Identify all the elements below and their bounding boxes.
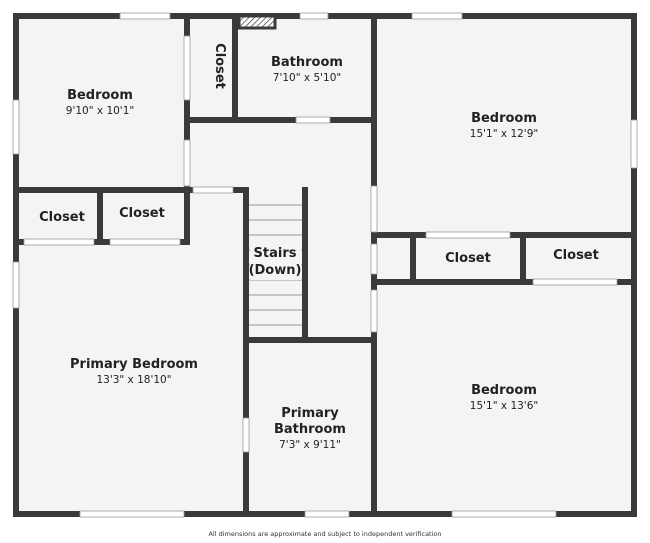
door-opening <box>532 278 618 286</box>
door-opening <box>183 139 191 187</box>
door-opening <box>370 289 378 333</box>
door-opening <box>425 231 511 239</box>
bedroom-nw-name: Bedroom <box>67 88 133 103</box>
primary-bedroom-dims: 13'3" x 18'10" <box>96 374 171 386</box>
closet-left-b-name: Closet <box>119 206 165 221</box>
bedroom-se-dims: 15'1" x 13'6" <box>470 400 538 412</box>
door-opening <box>183 35 191 101</box>
bedroom-ne-dims: 15'1" x 12'9" <box>470 128 538 140</box>
bedroom-nw-dims: 9'10" x 10'1" <box>66 105 134 117</box>
window <box>119 12 171 20</box>
door-opening <box>242 417 250 453</box>
window <box>630 119 638 169</box>
primary-bathroom-name-line2: Bathroom <box>274 422 346 437</box>
disclaimer-text: All dimensions are approximate and subje… <box>208 530 442 538</box>
bathroom-dims: 7'10" x 5'10" <box>273 72 341 84</box>
door-opening <box>192 186 234 194</box>
windows-and-openings <box>12 12 638 518</box>
bedroom-ne-name: Bedroom <box>471 111 537 126</box>
primary-bathroom-name-line1: Primary <box>281 406 339 421</box>
door-opening <box>370 243 378 275</box>
window <box>304 510 350 518</box>
door-opening <box>23 238 95 246</box>
closet-right-a-name: Closet <box>445 251 491 266</box>
window <box>12 261 20 309</box>
door-opening <box>295 116 331 124</box>
window <box>451 510 557 518</box>
closet-top-name: Closet <box>212 43 227 89</box>
bathroom-name: Bathroom <box>271 55 343 70</box>
window <box>12 99 20 155</box>
door-opening <box>109 238 181 246</box>
floor-plan: Bedroom 9'10" x 10'1" Closet Bathroom 7'… <box>12 12 638 518</box>
vent-hatch <box>237 14 277 30</box>
stairs-label-bg <box>250 244 301 280</box>
primary-bedroom-name: Primary Bedroom <box>70 357 198 372</box>
window <box>79 510 185 518</box>
stairs-direction: (Down) <box>249 263 302 278</box>
floor-area <box>14 14 636 516</box>
bedroom-se-name: Bedroom <box>471 383 537 398</box>
window <box>299 12 329 20</box>
stairs-label: Stairs <box>254 246 297 261</box>
primary-bathroom-dims: 7'3" x 9'11" <box>279 439 341 451</box>
closet-right-b-name: Closet <box>553 248 599 263</box>
door-opening <box>370 185 378 233</box>
closet-left-a-name: Closet <box>39 210 85 225</box>
window <box>411 12 463 20</box>
